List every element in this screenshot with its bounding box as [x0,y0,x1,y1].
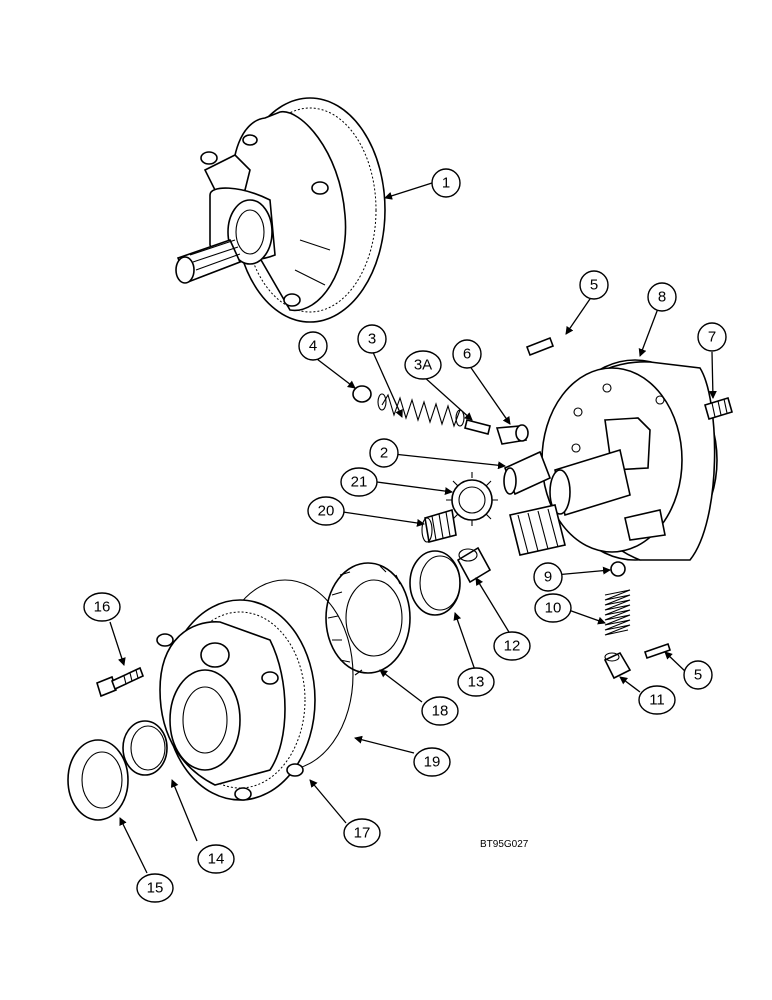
callout-15: 15 [136,873,174,903]
svg-text:3A: 3A [414,357,432,374]
part-20-needle-bearing [421,508,457,543]
part-8-pump-body [541,359,718,561]
part-1-pump-assembly [175,97,386,323]
svg-text:10: 10 [545,600,562,617]
callout-8: 8 [647,282,677,312]
callout-3a: 3A [404,350,442,380]
svg-text:18: 18 [432,703,449,720]
callout-5-upper: 5 [579,270,609,300]
callout-20: 20 [307,496,345,526]
part-18-ring-gear [325,562,411,676]
svg-text:9: 9 [544,569,552,586]
svg-text:5: 5 [694,667,702,684]
svg-text:1: 1 [442,175,450,192]
svg-text:5: 5 [590,277,598,294]
svg-text:14: 14 [208,851,225,868]
part-17-housing [156,599,316,801]
svg-text:11: 11 [649,692,665,709]
callout-6: 6 [452,339,482,369]
callout-14: 14 [197,844,235,874]
drawing-code: BT95G027 [480,839,529,850]
part-9-ball [610,561,626,577]
part-14-snap-ring [122,720,168,776]
part-5-pin-upper [525,336,555,357]
svg-text:4: 4 [309,338,317,355]
part-12-bushing [456,546,492,584]
svg-text:7: 7 [708,329,716,346]
svg-text:21: 21 [351,474,368,491]
part-2-sleeve [503,450,552,496]
svg-text:17: 17 [354,825,371,842]
leader-lines [109,182,717,874]
svg-text:20: 20 [318,503,335,520]
svg-text:8: 8 [658,289,666,306]
callout-2: 2 [369,438,399,468]
callout-12: 12 [493,631,531,661]
part-3a-pin [464,419,491,435]
callout-13: 13 [457,667,495,697]
part-6-valve [495,424,529,445]
part-4-plug [352,385,372,403]
svg-text:3: 3 [368,331,376,348]
part-5-pin-lower [643,642,672,660]
part-16-bolt [96,666,145,698]
svg-text:13: 13 [468,674,485,691]
callout-9: 9 [533,562,563,592]
callout-19: 19 [413,747,451,777]
callout-10: 10 [534,593,572,623]
svg-text:6: 6 [463,346,471,363]
callout-11: 11 [638,685,676,715]
callout-4: 4 [298,331,328,361]
svg-text:16: 16 [94,599,111,616]
callout-7: 7 [697,322,727,352]
part-13-ring [409,550,461,616]
callout-17: 17 [343,818,381,848]
part-7-fitting [704,396,733,421]
svg-text:2: 2 [380,445,388,462]
svg-text:12: 12 [504,638,521,655]
callout-5-lower: 5 [683,660,713,690]
part-3-spring [377,393,465,428]
callout-1: 1 [431,168,461,198]
callout-21: 21 [340,467,378,497]
svg-text:19: 19 [424,754,441,771]
part-15-seal [67,739,129,821]
callout-3: 3 [357,324,387,354]
part-10-spring [604,589,631,636]
part-shaft-gear [509,504,566,556]
svg-text:15: 15 [147,880,164,897]
callout-16: 16 [83,592,121,622]
part-11-plug [603,651,632,680]
callout-18: 18 [421,696,459,726]
part-21-gear [446,472,498,526]
